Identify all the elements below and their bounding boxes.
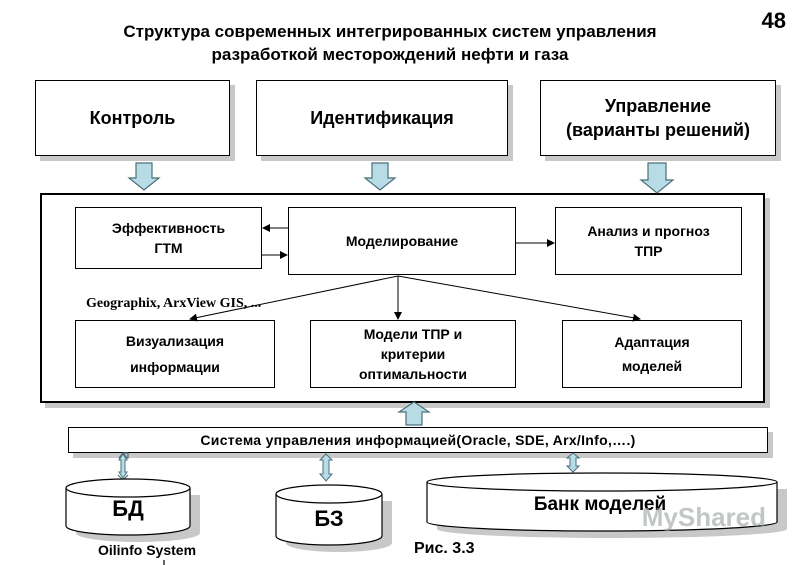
kb-label: БЗ: [314, 506, 344, 531]
efficiency-label-line-2: ГТМ: [154, 240, 183, 256]
model-bank-cylinder: [426, 472, 787, 538]
analysis-label-line-2: ТПР: [634, 243, 663, 259]
arrow-bus-up: [397, 401, 431, 426]
arrow-modeling-to-visualization: [189, 275, 399, 322]
arrow-kb-bus-body: [318, 453, 334, 482]
geographix-note: Geographix, ArxView GIS, ...: [86, 296, 262, 311]
bus-label: Система управления информацией(Oracle, S…: [200, 432, 636, 448]
management-label-line-2: (варианты решений): [566, 120, 750, 140]
db-cylinder: [65, 478, 200, 542]
analysis-label-line-1: Анализ и прогноз: [587, 223, 710, 239]
efficiency-box: Эффективность ГТМ: [75, 207, 262, 269]
arrow-modeling-to-adaptation: [397, 275, 641, 322]
analysis-box: Анализ и прогноз ТПР: [555, 207, 742, 275]
oilinfo-caption: Oilinfo System: [98, 542, 197, 558]
visualization-box: Визуализация информации: [75, 320, 275, 388]
control-box: Контроль: [35, 80, 230, 156]
kb-cylinder: [275, 484, 392, 552]
model-bank-label: Банк моделей: [533, 494, 667, 515]
figure-label: Рис. 3.3: [414, 540, 475, 557]
efficiency-label-line-1: Эффективность: [111, 220, 226, 236]
models-label-line-1: Модели ТПР и: [363, 326, 463, 342]
visualization-label-line-1: Визуализация: [125, 333, 225, 349]
arrow-db-bus-body: [118, 453, 128, 479]
information-management-bus: Система управления информацией(Oracle, S…: [68, 427, 768, 453]
adaptation-label-line-2: моделей: [621, 358, 683, 374]
adaptation-box: Адаптация моделей: [562, 320, 742, 388]
diagram-title: Структура современных интегрированных си…: [40, 20, 740, 66]
title-line-1: Структура современных интегрированных си…: [123, 22, 657, 41]
arrow-bank-bus-body: [565, 452, 581, 473]
management-label-line-1: Управление: [604, 96, 712, 116]
arrow-identification-down: [363, 162, 397, 191]
control-label: Контроль: [89, 108, 176, 128]
arrow-db-bus: [117, 452, 129, 481]
identification-label: Идентификация: [310, 108, 454, 128]
adaptation-label-line-1: Адаптация: [614, 334, 690, 350]
page-number: 48: [761, 8, 786, 33]
identification-box: Идентификация: [256, 80, 508, 156]
modeling-box: Моделирование: [288, 207, 516, 275]
modeling-label: Моделирование: [345, 233, 459, 249]
arrow-management-down: [639, 162, 675, 194]
arrow-control-down: [127, 162, 161, 191]
models-label-line-3: оптимальности: [358, 366, 467, 382]
watermark: MyShared: [641, 502, 766, 532]
visualization-label-line-2: информации: [130, 359, 220, 375]
models-label-line-2: критерии: [380, 346, 446, 362]
management-box: Управление (варианты решений): [540, 80, 776, 156]
db-label: БД: [112, 496, 144, 521]
title-line-2: разработкой месторождений нефти и газа: [211, 45, 569, 64]
models-box: Модели ТПР и критерии оптимальности: [310, 320, 516, 388]
